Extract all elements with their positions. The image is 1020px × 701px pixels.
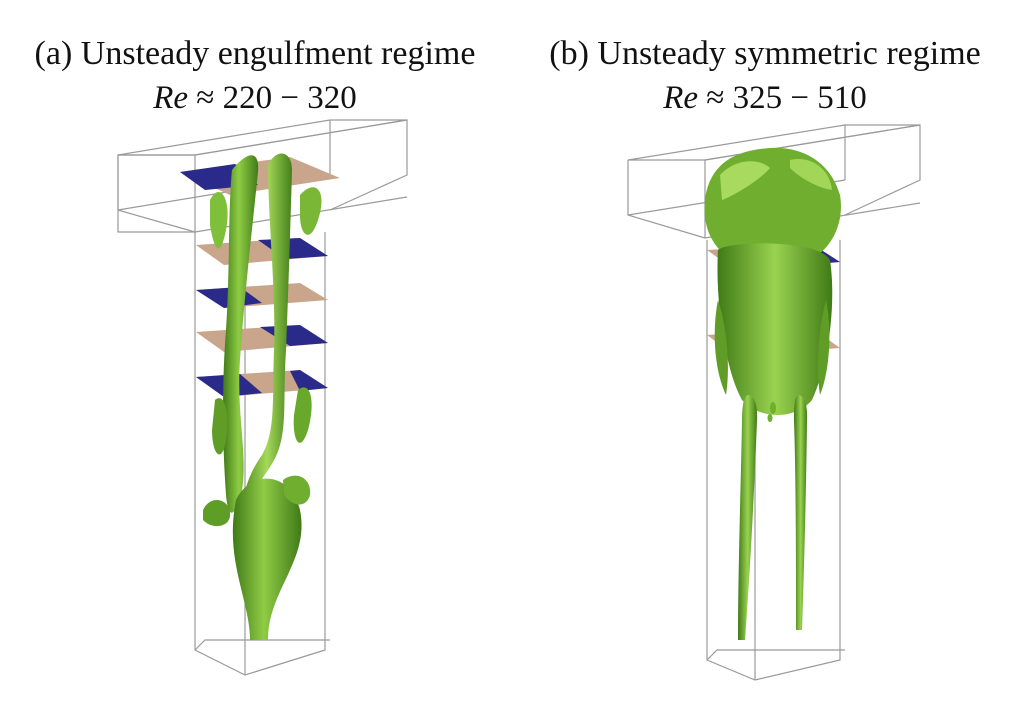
- symmetric-vortex-figure: [627, 124, 921, 681]
- re-symbol: Re: [663, 80, 699, 116]
- panel-a-title: (a) Unsteady engulfment regime: [34, 35, 476, 72]
- vortex-isosurface: [203, 153, 322, 640]
- vortex-tail-left: [738, 395, 758, 640]
- panel-b: (b) Unsteady symmetric regime Re ≈ 325 −…: [510, 0, 1020, 701]
- vortex-tube-left: [223, 155, 259, 513]
- vortex-strand-3: [293, 387, 312, 443]
- vortex-tail-right: [794, 395, 808, 630]
- plane-4-blue-2: [290, 370, 328, 391]
- vortex-crown-highlight: [720, 161, 770, 200]
- vortex-strand-4: [212, 398, 228, 455]
- vortex-tube-right: [241, 153, 292, 556]
- vortex-crown-highlight-2: [790, 159, 832, 190]
- panel-a: (a) Unsteady engulfment regime Re ≈ 220 …: [0, 35, 510, 676]
- re-range: ≈ 220 − 320: [188, 80, 357, 116]
- vortex-side-fin-right: [818, 300, 830, 395]
- re-symbol: Re: [153, 80, 189, 116]
- vortex-body: [717, 243, 833, 415]
- vortex-fragment: [770, 402, 776, 414]
- vortex-lower-left-blob: [203, 500, 231, 527]
- vortex-strand-2: [300, 187, 322, 235]
- vortex-lower-right-blob: [283, 475, 311, 505]
- vortex-side-fin-left: [714, 300, 728, 395]
- panel-b-title: (b) Unsteady symmetric regime: [549, 35, 981, 72]
- vortex-strand-1: [210, 191, 228, 249]
- re-range: ≈ 325 − 510: [698, 80, 867, 116]
- vortex-fragment: [767, 414, 773, 422]
- panel-a-reynolds-range: Re ≈ 220 − 320: [0, 78, 510, 118]
- mixing-channel-box: [194, 232, 330, 676]
- vortex-isosurface: [704, 147, 841, 640]
- vortex-merged-core: [232, 478, 302, 640]
- panel-b-reynolds-range: Re ≈ 325 − 510: [510, 78, 1020, 118]
- engulfment-vortex-figure: [117, 119, 408, 676]
